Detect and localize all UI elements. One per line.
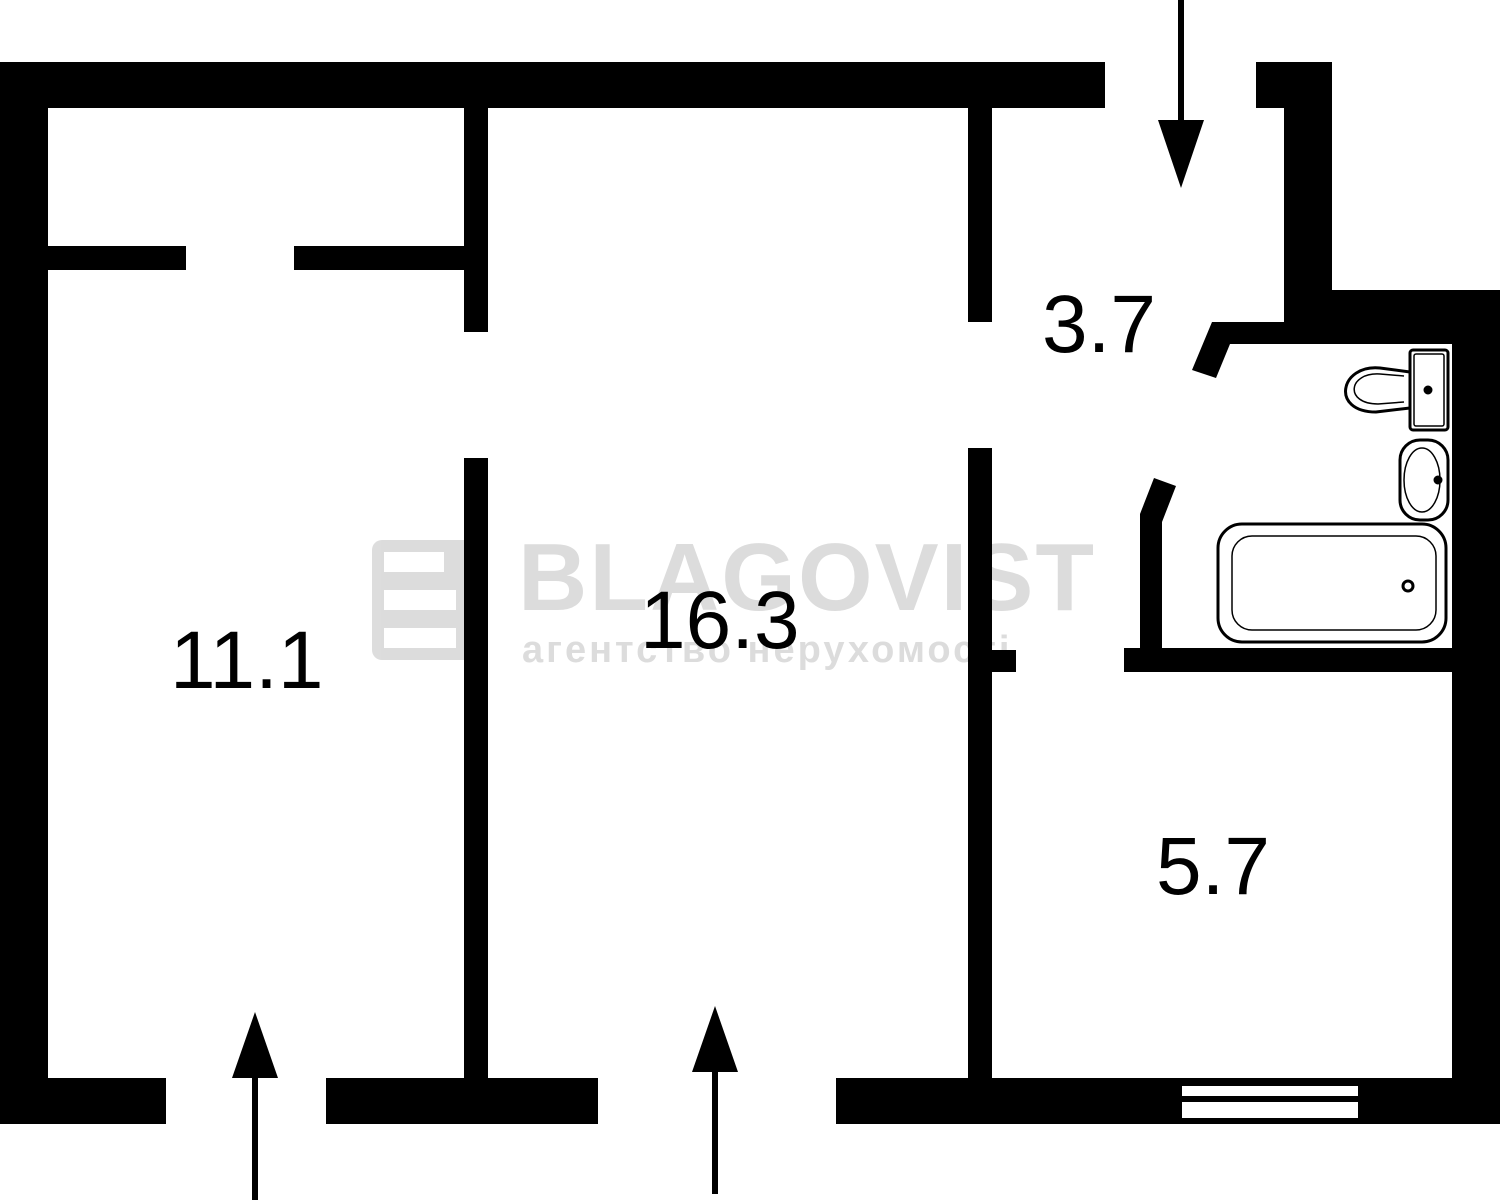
sink-icon — [1398, 438, 1450, 522]
watermark-name: BLAGOVIST — [518, 524, 1096, 631]
wall-partition-1-upper — [464, 108, 488, 332]
wall-right-upper — [1284, 62, 1332, 322]
bathtub-icon — [1216, 522, 1448, 644]
wall-bottom-3 — [836, 1078, 1500, 1124]
entrance-arrow-down — [1158, 0, 1204, 188]
room-area-label-11-1: 11.1 — [170, 615, 324, 706]
wall-partition-1-lower — [464, 458, 488, 1078]
window-icon — [1182, 1082, 1358, 1122]
wall-bath-top — [1212, 322, 1452, 344]
wall-partition-2-upper — [968, 108, 992, 322]
watermark: BLAGOVIST агентство нерухомості — [372, 524, 1096, 671]
room-area-label-16-3: 16.3 — [640, 575, 800, 666]
watermark-logo-icon — [372, 540, 480, 660]
balcony-arrow-up — [232, 1012, 278, 1200]
room-area-label-3-7: 3.7 — [1042, 279, 1156, 370]
wall-top-left — [0, 62, 1105, 108]
wall-left — [0, 62, 48, 1124]
watermark-tagline: агентство нерухомості — [522, 629, 1012, 671]
bathroom-fixtures — [1216, 348, 1450, 644]
room-area-label-5-7: 5.7 — [1156, 821, 1270, 912]
wall-bath-bottom — [1124, 648, 1452, 672]
arrows — [232, 0, 1204, 1200]
wall-closet-left — [48, 246, 186, 270]
wall-bottom-2 — [326, 1078, 598, 1124]
wall-bath-door-jamb-lower — [1140, 478, 1176, 648]
wall-partition-2-lower — [968, 448, 992, 1078]
toilet-icon — [1344, 348, 1450, 432]
wall-closet-right — [294, 246, 484, 270]
wall-right — [1452, 290, 1500, 1124]
window-arrow-up — [692, 1006, 738, 1194]
wall-bath-door-jamb-upper — [1192, 322, 1230, 378]
wall-stub — [992, 650, 1016, 672]
wall-bottom-1 — [0, 1078, 166, 1124]
walls — [0, 62, 1500, 1124]
